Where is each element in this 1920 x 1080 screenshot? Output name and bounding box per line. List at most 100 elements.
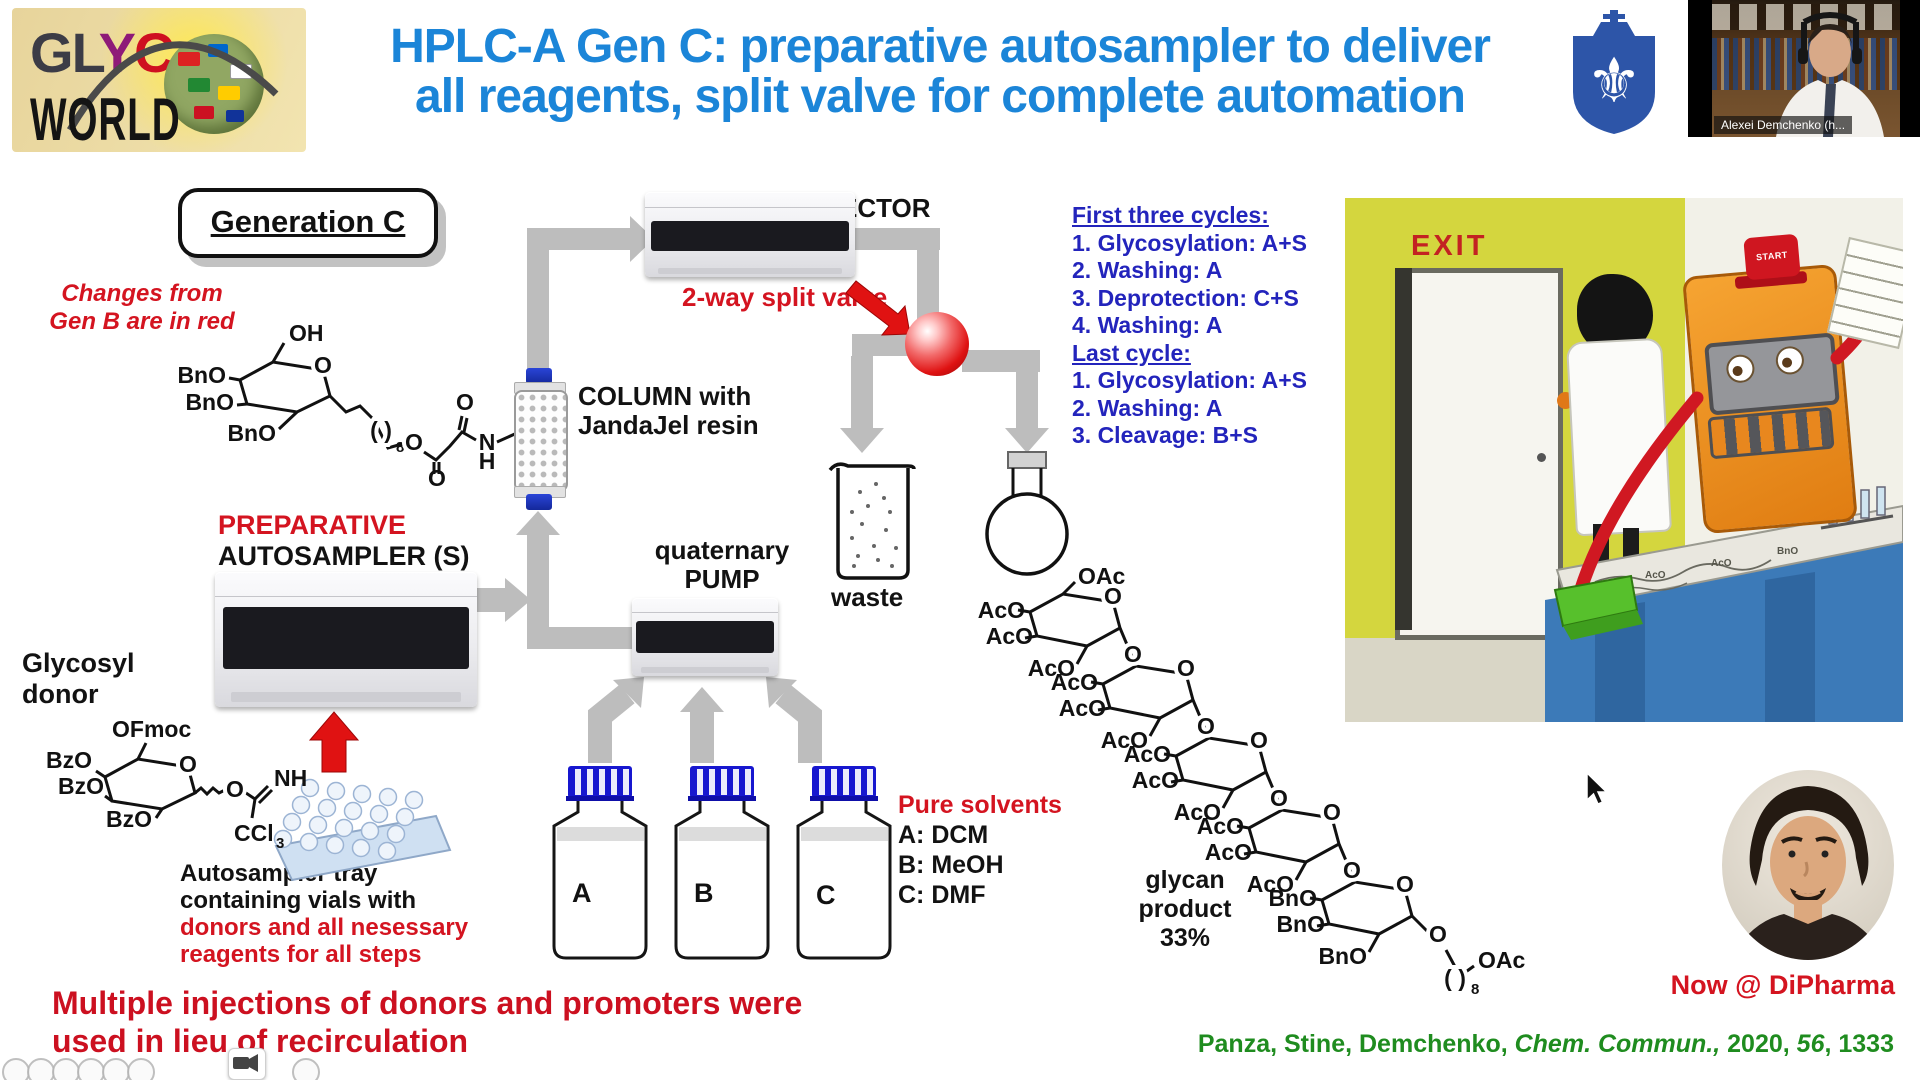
portrait-figure bbox=[1730, 786, 1886, 960]
tray-caption: Autosampler tray containing vials with d… bbox=[180, 860, 469, 968]
citation-journal: Chem. Commun. bbox=[1514, 1030, 1714, 1058]
chem-label: OFmoc bbox=[112, 716, 191, 742]
player-control-button-3[interactable] bbox=[52, 1058, 80, 1080]
chem-label: O bbox=[1343, 857, 1361, 883]
chem-label: AcO bbox=[1247, 871, 1294, 897]
last-cycle-heading: Last cycle: bbox=[1072, 339, 1191, 366]
chem-label: O bbox=[456, 389, 474, 415]
autosampler-label: PREPARATIVE AUTOSAMPLER (S) bbox=[218, 510, 470, 571]
chem-label: BzO bbox=[58, 773, 104, 799]
chem-label: AcO bbox=[1124, 741, 1171, 767]
chem-label: O bbox=[1323, 799, 1341, 825]
glycan-product-structure: OAcAcOAcOOAcOOAcOAcOOAcOOAcOAcOOAcOOAcOA… bbox=[978, 563, 1526, 998]
chem-label: O bbox=[179, 751, 197, 777]
player-control-button-4[interactable] bbox=[77, 1058, 105, 1080]
logo-orbit-arc-icon bbox=[66, 41, 279, 132]
pump-instrument bbox=[632, 598, 778, 676]
cycles-list: First three cycles: 1. Glycosylation: A+… bbox=[1072, 202, 1342, 450]
mouse-cursor bbox=[1586, 772, 1609, 805]
chem-label: O bbox=[1177, 655, 1195, 681]
exit-sign: EXIT bbox=[1411, 230, 1488, 262]
slide-title-line1: HPLC-A Gen C: preparative autosampler to… bbox=[390, 20, 1491, 73]
chem-label: O bbox=[314, 352, 332, 378]
dipharma-label: Now @ DiPharma bbox=[1670, 970, 1895, 1000]
chem-label: O bbox=[1124, 641, 1142, 667]
chem-label: CCl bbox=[234, 820, 274, 846]
generation-c-label: Generation C bbox=[210, 204, 406, 239]
chem-label: AcO bbox=[1174, 799, 1221, 825]
chem-label: 3 bbox=[276, 835, 284, 852]
chem-label: OAc bbox=[1078, 563, 1126, 589]
chem-label: O bbox=[405, 429, 423, 455]
chem-label: BnO bbox=[185, 389, 234, 415]
chem-label: NH bbox=[274, 765, 307, 791]
cartoon-structure-label: BnO bbox=[1777, 546, 1798, 557]
chem-label: BzO bbox=[106, 806, 152, 832]
slide-title: HPLC-A Gen C: preparative autosampler to… bbox=[320, 22, 1560, 122]
robot-arms-layer bbox=[1553, 281, 1877, 640]
valve-pointer-arrow bbox=[845, 280, 911, 336]
chem-label: ( ) bbox=[1444, 965, 1466, 991]
column-label: COLUMN with JandaJel resin bbox=[578, 381, 759, 440]
chem-label: OAc bbox=[1478, 947, 1526, 973]
chem-label: O bbox=[1396, 871, 1414, 897]
camera-toggle-button[interactable] bbox=[228, 1048, 266, 1080]
waste-beaker bbox=[828, 462, 916, 580]
player-control-button-6[interactable] bbox=[127, 1058, 155, 1080]
chem-label: AcO bbox=[1051, 669, 1098, 695]
chem-label: BzO bbox=[46, 747, 92, 773]
pipe-detector-to-valve bbox=[853, 228, 940, 320]
logo-text-world: WORLD bbox=[30, 86, 181, 152]
chem-label: N bbox=[479, 429, 496, 455]
webcam-thumbnail[interactable]: Alexei Demchenko (h... bbox=[1688, 0, 1920, 137]
chem-label: BnO bbox=[1268, 885, 1317, 911]
split-valve-sphere bbox=[905, 312, 969, 376]
column-bottom-cap bbox=[526, 494, 552, 510]
tray-to-autosampler-arrow bbox=[308, 711, 360, 773]
citation-year: 2020 bbox=[1727, 1030, 1783, 1058]
chem-label: BnO bbox=[1276, 911, 1325, 937]
column-top-cap bbox=[526, 368, 552, 384]
chem-label: AcO bbox=[978, 597, 1025, 623]
pipe-bottles-to-pump bbox=[588, 677, 822, 763]
player-control-button-1[interactable] bbox=[2, 1058, 30, 1080]
pipe-column-to-detector bbox=[527, 216, 654, 384]
chem-label: AcO bbox=[1101, 727, 1148, 753]
player-control-button-5[interactable] bbox=[102, 1058, 130, 1080]
chem-label: BnO bbox=[177, 362, 226, 388]
glycosyl-donor-label: Glycosyl donor bbox=[22, 648, 135, 709]
autosampler-instrument bbox=[215, 572, 477, 707]
chem-label: 8 bbox=[396, 439, 404, 456]
waste-label: waste bbox=[831, 582, 904, 612]
chem-label: O bbox=[428, 465, 446, 491]
chem-label: O bbox=[1250, 727, 1268, 753]
player-control-button-7[interactable] bbox=[292, 1058, 320, 1080]
chem-label: OH bbox=[289, 320, 324, 346]
bottle-letter: A bbox=[572, 878, 592, 908]
chem-label: O bbox=[1429, 921, 1447, 947]
chem-label: O bbox=[226, 776, 244, 802]
logo-text-glyco: GLYC bbox=[30, 21, 174, 84]
chem-label: BnO bbox=[1318, 943, 1367, 969]
svg-text:⚜: ⚜ bbox=[1586, 47, 1642, 116]
jandajel-column bbox=[514, 390, 568, 492]
chem-label: AcO bbox=[1132, 767, 1179, 793]
vial-tray bbox=[273, 778, 452, 882]
glyco-world-logo: GLYC WORLD bbox=[12, 8, 306, 152]
chem-label: O bbox=[1104, 583, 1122, 609]
pipe-valve-to-waste bbox=[840, 334, 908, 453]
slide-title-line2: all reagents, split valve for complete a… bbox=[415, 70, 1466, 123]
bottle-letter: C bbox=[816, 880, 836, 910]
player-control-button-2[interactable] bbox=[27, 1058, 55, 1080]
cartoon-structure-label: AcO bbox=[1645, 570, 1666, 581]
pump-label: quaternary PUMP bbox=[654, 535, 790, 594]
detector-instrument bbox=[645, 192, 855, 277]
pipe-pump-to-column bbox=[516, 511, 637, 649]
chem-label: AcO bbox=[1197, 813, 1244, 839]
chem-label: BnO bbox=[227, 420, 276, 446]
